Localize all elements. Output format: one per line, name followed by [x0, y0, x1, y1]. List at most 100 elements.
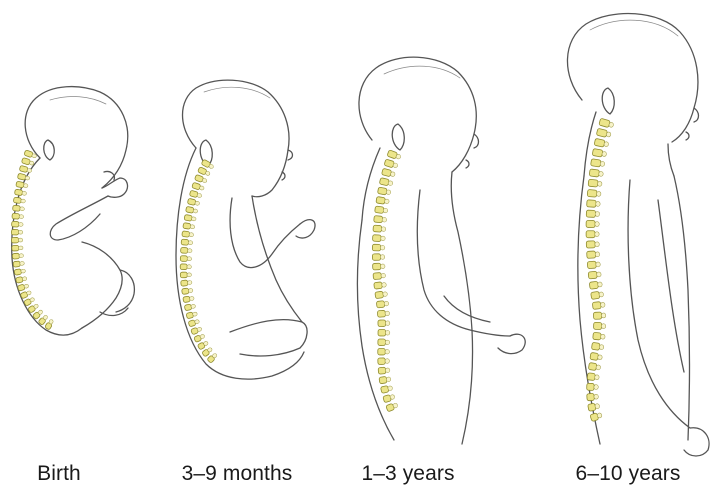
spinous-process	[384, 301, 389, 307]
vertebra	[585, 220, 596, 228]
vertebra	[15, 276, 24, 284]
spinous-process	[599, 344, 605, 350]
vertebra	[586, 393, 595, 402]
spinous-process	[18, 222, 24, 227]
label-3-9-months: 3–9 months	[181, 462, 293, 485]
spinous-process	[386, 189, 392, 195]
spinous-process	[594, 403, 600, 409]
spinous-process	[600, 334, 606, 340]
vertebra	[378, 376, 388, 384]
spine-6-10-years	[585, 118, 614, 422]
vertebra	[377, 357, 386, 365]
vertebra	[591, 342, 601, 351]
spinous-process	[601, 312, 607, 319]
spinous-process	[388, 180, 393, 186]
vertebra	[181, 287, 190, 295]
vertebra	[593, 311, 603, 320]
spinous-process	[38, 309, 43, 315]
spinous-process	[593, 384, 599, 390]
spinous-process	[186, 272, 192, 277]
spinous-process	[595, 364, 601, 371]
spinous-process	[208, 164, 214, 169]
vertebra	[180, 247, 189, 254]
spinous-process	[188, 240, 193, 245]
spinous-process	[18, 253, 24, 258]
vertebra	[585, 209, 596, 218]
vertebra	[19, 165, 29, 173]
spinous-process	[48, 319, 54, 325]
vertebra	[372, 272, 382, 280]
spinous-process	[594, 241, 600, 247]
spinous-process	[19, 261, 25, 266]
figure-birth	[11, 85, 136, 336]
spinous-process	[194, 319, 200, 325]
spinous-process	[601, 151, 607, 157]
vertebra	[377, 310, 386, 318]
spinous-process	[380, 254, 386, 260]
spinous-process	[387, 385, 393, 391]
spinous-process	[385, 320, 391, 326]
figure-3-9-months	[175, 79, 316, 380]
vertebra	[373, 215, 383, 224]
spinous-process	[594, 231, 600, 237]
spinous-process	[199, 185, 205, 191]
spinous-process	[196, 193, 202, 198]
vertebra	[371, 253, 381, 261]
spinous-process	[606, 131, 612, 138]
spinous-process	[192, 208, 198, 214]
spinous-process	[190, 304, 196, 309]
spinous-process	[598, 291, 604, 298]
spinous-process	[23, 183, 29, 188]
spinous-process	[381, 217, 387, 223]
vertebra	[183, 214, 193, 222]
spinous-process	[598, 171, 604, 177]
spinous-process	[203, 341, 209, 346]
vertebra	[12, 260, 21, 268]
vertebra	[589, 281, 599, 290]
spinous-process	[596, 271, 602, 278]
spinous-process	[19, 206, 25, 211]
spinous-process	[601, 323, 607, 329]
spinous-process	[595, 251, 600, 258]
vertebra	[377, 319, 387, 327]
spinous-process	[18, 237, 24, 243]
vertebra	[11, 212, 20, 220]
vertebra	[592, 301, 602, 310]
spinous-process	[600, 161, 605, 167]
spinous-process	[596, 191, 602, 197]
vertebra	[587, 178, 599, 188]
vertebra	[586, 382, 595, 391]
vertebra	[182, 295, 191, 303]
vertebra	[586, 372, 596, 381]
spinous-process	[190, 224, 195, 229]
spinous-process	[381, 282, 387, 288]
spinous-process	[207, 347, 213, 353]
spinous-process	[187, 248, 193, 253]
vertebra	[182, 222, 192, 230]
vertebra	[13, 196, 22, 204]
spinous-process	[594, 221, 600, 227]
vertebra	[587, 403, 597, 412]
spinous-process	[33, 304, 39, 309]
spinous-process	[186, 264, 192, 269]
spinous-process	[603, 141, 609, 147]
spine-1-3-years	[371, 150, 401, 412]
spinous-process	[384, 358, 390, 364]
vertebra	[372, 224, 383, 233]
spinous-process	[380, 235, 386, 241]
spinous-process	[600, 302, 606, 308]
spinous-process	[381, 226, 387, 232]
spinous-process	[192, 311, 198, 317]
vertebra	[14, 188, 23, 196]
figure-1-3-years	[356, 56, 526, 445]
spinous-process	[26, 168, 32, 173]
spinous-process	[392, 403, 398, 409]
vertebra	[588, 362, 597, 371]
vertebra	[586, 250, 596, 259]
vertebra	[384, 159, 395, 168]
vertebra	[17, 284, 26, 292]
vertebra	[371, 243, 382, 252]
spinous-process	[29, 297, 35, 303]
vertebra	[374, 205, 385, 214]
spinous-process	[597, 412, 603, 419]
